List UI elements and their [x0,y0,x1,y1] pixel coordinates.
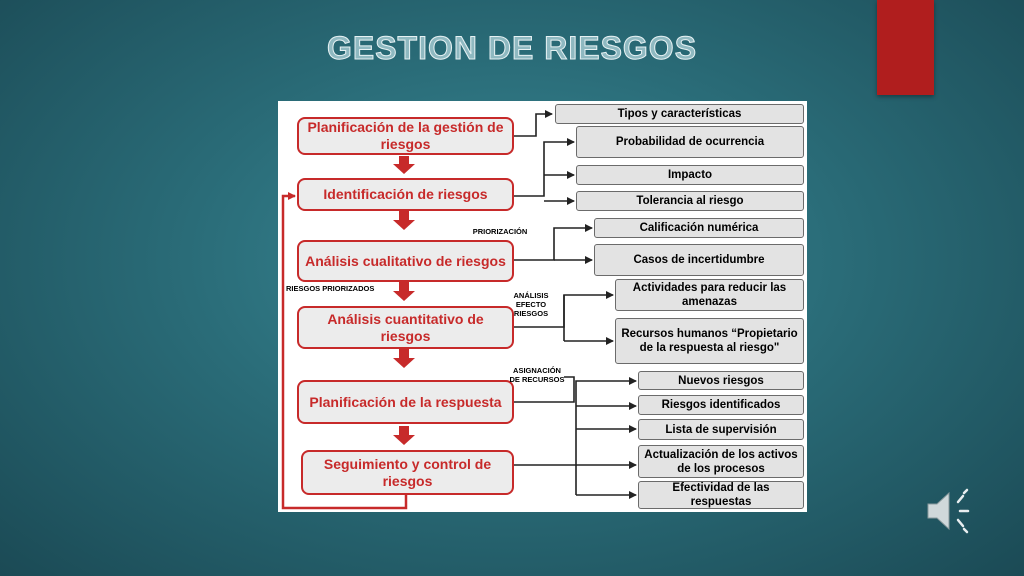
stage-analisis-cuantitativo: Análisis cuantitativo de riesgos [297,306,514,349]
output-actividades-amenazas: Actividades para reducir las amenazas [615,279,804,311]
output-calificacion: Calificación numérica [594,218,804,238]
stage-planificacion-respuesta: Planificación de la respuesta [297,380,514,424]
stage-planificacion-gestion: Planificación de la gestión de riesgos [297,117,514,155]
label-analisis-efecto: ANÁLISIS EFECTO RIESGOS [513,291,549,318]
output-impacto: Impacto [576,165,804,185]
accent-tab [877,0,934,95]
output-riesgos-identificados: Riesgos identificados [638,395,804,415]
output-recursos-humanos: Recursos humanos “Propietario de la resp… [615,318,804,364]
label-priorizacion: PRIORIZACIÓN [472,227,528,236]
slide-title: GESTION DE RIESGOS [326,30,698,67]
output-casos-incertidumbre: Casos de incertidumbre [594,244,804,276]
stage-identificacion: Identificación de riesgos [297,178,514,211]
output-tolerancia: Tolerancia al riesgo [576,191,804,211]
output-actualizacion-activos: Actualización de los activos de los proc… [638,445,804,478]
label-riesgos-priorizados: RIESGOS PRIORIZADOS [286,284,375,293]
stage-analisis-cualitativo: Análisis cualitativo de riesgos [297,240,514,282]
risk-process-diagram: Planificación de la gestión de riesgos I… [278,101,807,512]
stage-seguimiento-control: Seguimiento y control de riesgos [301,450,514,495]
output-tipos: Tipos y características [555,104,804,124]
speaker-icon[interactable] [924,488,976,534]
output-efectividad-respuestas: Efectividad de las respuestas [638,481,804,509]
connector-lines [281,110,637,510]
output-probabilidad: Probabilidad de ocurrencia [576,126,804,158]
output-nuevos-riesgos: Nuevos riesgos [638,371,804,390]
label-asignacion-recursos: ASIGNACIÓN DE RECURSOS [509,366,565,384]
stage-flow-arrows [393,156,415,445]
output-lista-supervision: Lista de supervisión [638,419,804,440]
